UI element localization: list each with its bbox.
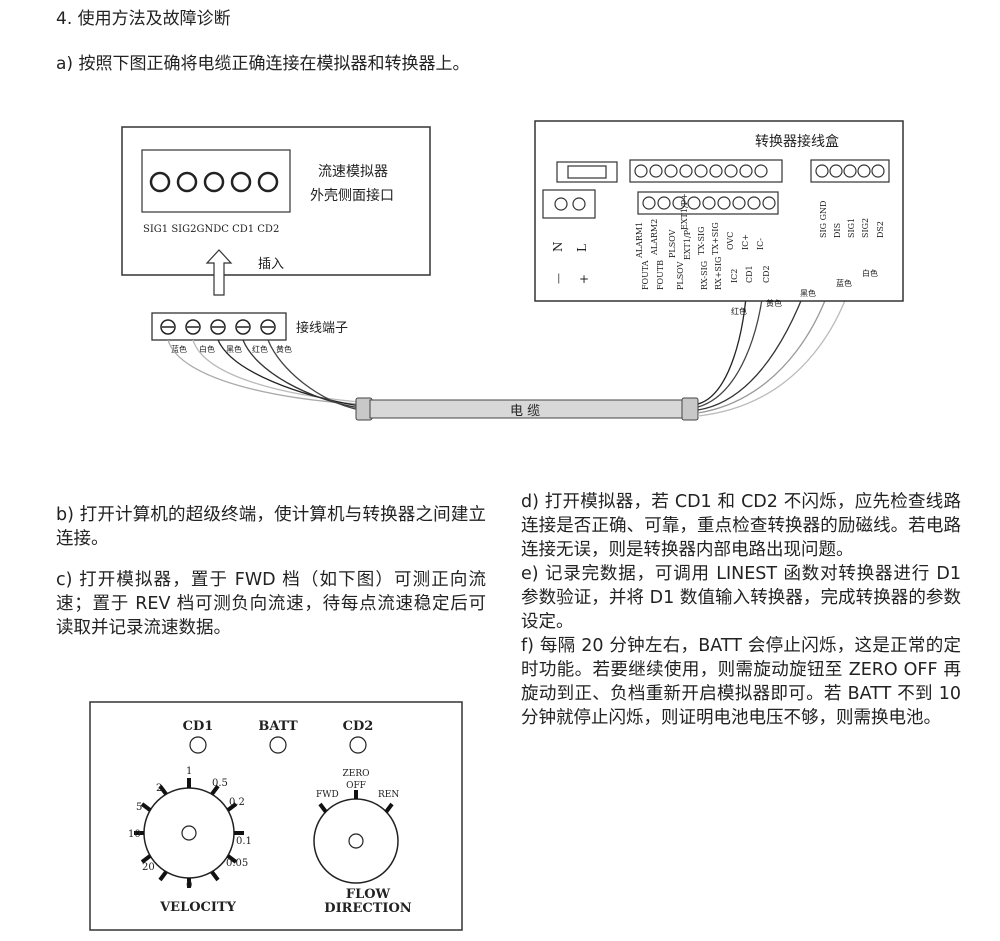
term-label-fouta: FOUTA	[641, 260, 650, 290]
vel-tick-20: 20	[142, 862, 155, 873]
section-title: 4. 使用方法及故障诊断	[56, 9, 231, 29]
simulator-pins	[149, 171, 279, 193]
flow-tick-ren: REN	[378, 790, 399, 800]
term-label-plsov-2: PLSOV	[676, 261, 685, 290]
converter-terminal-row-2	[637, 191, 779, 215]
vel-tick-5: 5	[136, 802, 142, 813]
power-label-l: L	[575, 244, 589, 252]
power-terminal	[542, 189, 596, 219]
right-label-ds2: DS2	[876, 221, 885, 238]
control-panel: CD1 BATT CD2 20 10 5 2 1 0.5 0.2 0.1	[89, 701, 463, 931]
converter-title: 转换器接线盒	[755, 133, 839, 150]
insert-label: 插入	[258, 257, 284, 272]
power-sign-plus: +	[579, 272, 589, 286]
right-label-sig1: SIG1	[847, 218, 856, 238]
converter-terminal-row-1	[629, 159, 783, 183]
indicator-cd1-label: CD1	[183, 719, 214, 734]
velocity-knob[interactable]	[134, 778, 244, 888]
wire-color-white: 白色	[199, 344, 215, 354]
conv-wire-black: 黑色	[800, 288, 816, 298]
right-column: d) 打开模拟器，若 CD1 和 CD2 不闪烁，应先检查线路连接是否正确、可靠…	[521, 490, 961, 730]
flow-label-1: FLOW	[346, 887, 391, 902]
simulator-title-2: 外壳侧面接口	[310, 187, 394, 204]
vel-tick-0: 0	[186, 880, 192, 891]
flow-label-2: DIRECTION	[324, 901, 411, 916]
vel-tick-1: 1	[186, 766, 192, 777]
vel-tick-10: 10	[128, 829, 141, 840]
power-label-n: N	[551, 242, 565, 253]
term-label-ic2: IC2	[730, 269, 739, 283]
term-label-foutb: FOUTB	[656, 260, 665, 290]
flow-direction-knob[interactable]	[313, 790, 399, 884]
cable	[355, 397, 699, 421]
wiring-diagram: 流速模拟器 外壳侧面接口 SIG1 SIG2GNDC CD1 CD2 插入 接线…	[121, 120, 904, 421]
indicator-cd2-label: CD2	[343, 719, 374, 734]
vel-tick-0-05: 0.05	[226, 858, 248, 869]
indicator-cd2-led	[349, 736, 367, 754]
right-label-sig2: SIG2	[861, 218, 870, 238]
paragraph-b: b) 打开计算机的超级终端，使计算机与转换器之间建立连接。	[56, 505, 486, 549]
paragraph-a: a) 按照下图正确将电缆正确连接在模拟器和转换器上。	[56, 54, 470, 74]
term-label-alarm1: ALARM1	[635, 222, 644, 259]
flow-tick-fwd: FWD	[316, 790, 339, 800]
term-label-ext-minus: EXT1/P-	[683, 227, 692, 260]
right-label-dis: DIS	[833, 223, 842, 238]
term-label-rx-sig: RX-SIG	[700, 261, 709, 290]
flow-tick-labels: FWD ZERO OFF REN	[316, 769, 399, 800]
indicator-batt-led	[269, 736, 287, 754]
left-wires	[167, 339, 361, 411]
simulator-connector	[141, 149, 291, 213]
wire-color-blue: 蓝色	[171, 344, 187, 354]
converter-terminal-labels: FOUTA ALARM1 FOUTB ALARM2 PLSOV PLSOV EX…	[635, 193, 771, 290]
flow-tick-zero: ZERO	[343, 769, 370, 779]
term-label-ext-plus: EXT1/P+	[680, 193, 689, 230]
vel-tick-0-2: 0.2	[229, 797, 245, 808]
insert-arrow	[205, 249, 233, 296]
paragraph-d: d) 打开模拟器，若 CD1 和 CD2 不闪烁，应先检查线路连接是否正确、可靠…	[521, 492, 961, 560]
wire-color-black: 黑色	[226, 344, 242, 354]
paragraph-c: c) 打开模拟器，置于 FWD 档（如下图）可测正向流速；置于 REV 档可测负…	[56, 570, 486, 638]
term-label-rx-plus-sig: RX+SIG	[714, 257, 723, 290]
conv-wire-white: 白色	[862, 268, 878, 278]
term-label-tx-plus-sig: TX+SIG	[711, 222, 720, 255]
flow-tick-off: OFF	[346, 781, 366, 791]
conv-wire-yellow: 黄色	[766, 298, 782, 308]
simulator-pin-labels: SIG1 SIG2GNDC CD1 CD2	[143, 224, 279, 235]
converter-wire-colors: 红色 黄色 黑色 蓝色 白色	[731, 268, 878, 316]
terminal-screws	[160, 319, 276, 335]
term-label-tx-sig: TX-SIG	[697, 227, 706, 255]
cable-label: 电 缆	[510, 403, 540, 419]
vel-tick-0-5: 0.5	[212, 778, 228, 789]
converter-right-labels: SIG GND DIS SIG1 SIG2 DS2	[819, 201, 885, 238]
power-sign-minus: —	[552, 273, 565, 284]
paragraph-f: f) 每隔 20 分钟左右，BATT 会停止闪烁，这是正常的定时功能。若要继续使…	[521, 636, 961, 728]
term-label-ic-minus: IC-	[756, 238, 765, 250]
term-label-cd1: CD1	[745, 265, 754, 283]
indicator-batt-label: BATT	[258, 719, 298, 734]
vel-tick-2: 2	[156, 783, 162, 794]
right-label-sig-gnd: SIG GND	[819, 201, 828, 238]
simulator-title-1: 流速模拟器	[318, 164, 388, 180]
wire-color-red: 红色	[252, 344, 268, 354]
term-label-ovc: OVC	[726, 232, 735, 250]
conv-wire-blue: 蓝色	[836, 278, 852, 288]
term-label-alarm2: ALARM2	[650, 219, 659, 256]
wire-color-yellow: 黄色	[276, 344, 292, 354]
terminal-wire-colors: 蓝色 白色 黑色 红色 黄色	[171, 344, 292, 354]
vel-tick-0-1: 0.1	[236, 836, 252, 847]
velocity-label: VELOCITY	[159, 900, 237, 915]
conv-wire-red: 红色	[731, 306, 747, 316]
term-label-plsov-1: PLSOV	[668, 229, 677, 258]
fuse	[556, 161, 618, 183]
converter-right-terminal	[810, 159, 890, 183]
indicator-cd1-led	[189, 736, 207, 754]
term-label-cd2: CD2	[762, 265, 771, 283]
panel-border	[89, 701, 463, 931]
term-label-ic-plus: IC+	[741, 234, 750, 250]
paragraph-e: e) 记录完数据，可调用 LINEST 函数对转换器进行 D1 参数验证，并将 …	[521, 564, 961, 632]
terminal-label: 接线端子	[296, 320, 348, 336]
velocity-tick-labels: 20 10 5 2 1 0.5 0.2 0.1 0.05 0	[128, 766, 252, 891]
